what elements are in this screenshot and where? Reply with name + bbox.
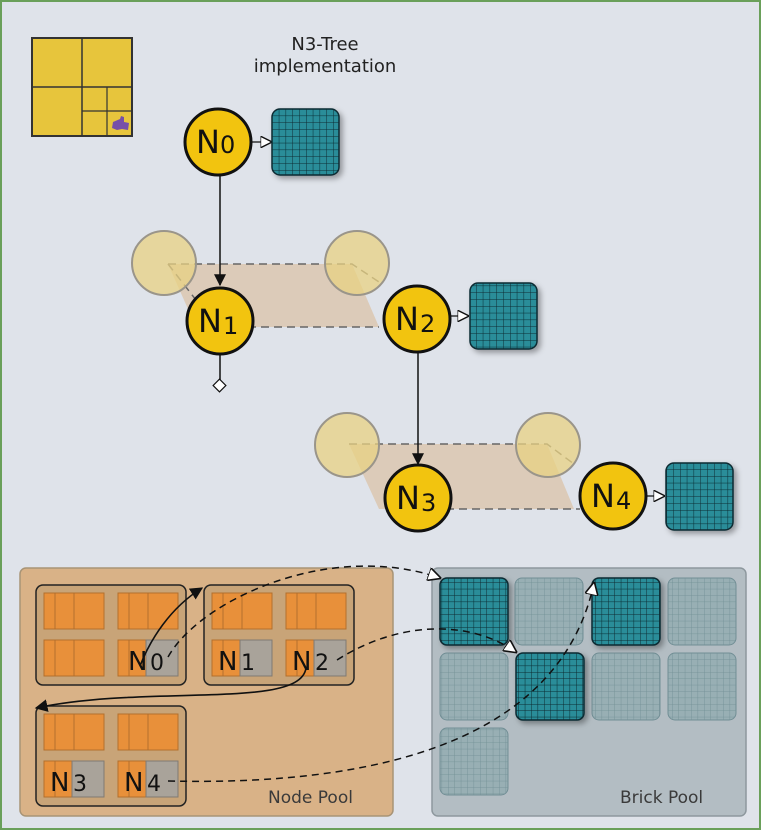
pool-entry-n4-letter: N: [124, 768, 143, 798]
pointer-n4-to-brick: [167, 583, 594, 783]
tree-node-n0-index: 0: [220, 131, 235, 159]
pointer-n0-to-tile-b: [139, 587, 204, 667]
tree-node-n3-index: 3: [421, 489, 436, 517]
diagram-title: N3-Tree implementation: [253, 34, 397, 77]
tree-node-n2-index: 2: [420, 310, 435, 338]
pool-entry-n2-index: 2: [315, 651, 329, 676]
tree-node-n0-letter: N: [196, 123, 220, 161]
tree-node-n0: N 0: [183, 107, 253, 177]
null-pointer-diamond: [212, 378, 227, 393]
tree-node-n3: N 3: [383, 463, 453, 533]
brick-pool-label: Brick Pool: [620, 788, 704, 808]
tree-node-n4-index: 4: [616, 487, 631, 515]
tree-node-n4-letter: N: [591, 477, 615, 515]
node-tile-b: [203, 584, 355, 686]
pool-entry-n2-letter: N: [292, 647, 311, 677]
pointer-n0-to-brick: [167, 565, 440, 658]
pool-entry-n1-index: 1: [241, 651, 255, 676]
node-tile-a: [35, 584, 187, 686]
pool-entry-n4-index: 4: [147, 772, 161, 797]
tree-node-n3-letter: N: [396, 479, 420, 517]
pool-brick-1: [439, 577, 509, 646]
tree-node-n2-letter: N: [395, 300, 419, 338]
pool-entry-n3-letter: N: [50, 768, 69, 798]
brick-n4: [665, 462, 734, 531]
node-tile-c: [35, 705, 187, 807]
pointer-n2-to-brick: [336, 628, 516, 661]
pool-entry-n0-letter: N: [128, 647, 147, 677]
pool-brick-2: [591, 577, 661, 646]
tree-node-n1-letter: N: [198, 302, 222, 340]
pool-entry-n1-letter: N: [218, 647, 237, 677]
tree-node-n1-index: 1: [223, 312, 238, 340]
quadtree-thumbnail: [31, 37, 133, 137]
brick-n0: [271, 108, 340, 176]
pool-brick-3: [515, 652, 585, 721]
tree-node-n2: N 2: [382, 284, 452, 354]
node-pool: N 0 N 1 N 2 N 3 N 4: [19, 567, 394, 817]
tree-node-n1: N 1: [185, 286, 255, 356]
tree-node-n4: N 4: [578, 461, 648, 531]
brick-pool: [431, 567, 747, 817]
pointer-n2-to-tile-c: [34, 667, 307, 712]
pool-entry-n3-index: 3: [73, 772, 87, 797]
pool-entry-n0-index: 0: [150, 651, 164, 676]
node-pool-label: Node Pool: [268, 788, 353, 808]
brick-n2: [469, 282, 538, 350]
